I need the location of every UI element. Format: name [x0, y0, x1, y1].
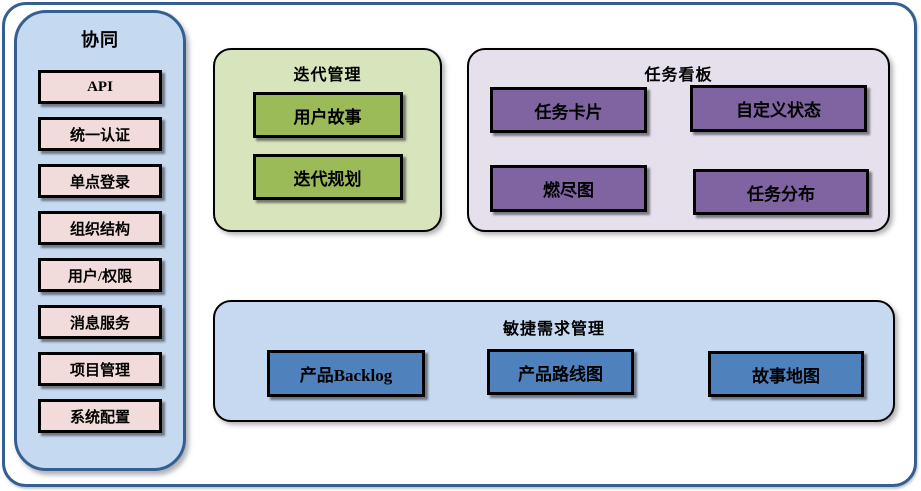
- node-custom-status: 自定义状态: [690, 85, 867, 132]
- node-project-management: 项目管理: [38, 352, 162, 386]
- node-task-card: 任务卡片: [490, 87, 647, 133]
- node-iteration-planning: 迭代规划: [252, 154, 403, 200]
- node-user-story: 用户故事: [252, 92, 403, 138]
- node-single-sign-on: 单点登录: [38, 164, 162, 198]
- iteration-management-panel: 迭代管理 用户故事 迭代规划: [213, 48, 442, 232]
- node-task-distribution: 任务分布: [693, 169, 869, 215]
- collaboration-panel-title: 协同: [81, 30, 119, 50]
- node-org-structure: 组织结构: [38, 211, 162, 245]
- node-user-permissions: 用户/权限: [38, 258, 162, 292]
- task-kanban-title: 任务看板: [644, 67, 713, 84]
- node-unified-auth: 统一认证: [38, 117, 162, 151]
- node-burndown-chart: 燃尽图: [490, 165, 647, 212]
- node-message-service: 消息服务: [38, 305, 162, 339]
- node-system-config: 系统配置: [38, 399, 162, 433]
- node-api: API: [38, 70, 162, 104]
- iteration-item-list: 用户故事 迭代规划: [215, 92, 440, 200]
- iteration-management-title: 迭代管理: [293, 67, 362, 84]
- collaboration-panel: 协同 API 统一认证 单点登录 组织结构 用户/权限 消息服务 项目管理 系统…: [14, 10, 186, 471]
- node-story-map: 故事地图: [708, 351, 864, 397]
- agile-requirements-panel: 敏捷需求管理 产品Backlog 产品路线图 故事地图: [213, 300, 895, 422]
- agile-requirements-title: 敏捷需求管理: [502, 321, 605, 338]
- collaboration-item-list: API 统一认证 单点登录 组织结构 用户/权限 消息服务 项目管理 系统配置: [17, 70, 183, 433]
- task-kanban-panel: 任务看板 任务卡片 自定义状态 燃尽图 任务分布: [467, 48, 890, 232]
- node-product-backlog: 产品Backlog: [267, 350, 425, 397]
- node-product-roadmap: 产品路线图: [487, 349, 634, 395]
